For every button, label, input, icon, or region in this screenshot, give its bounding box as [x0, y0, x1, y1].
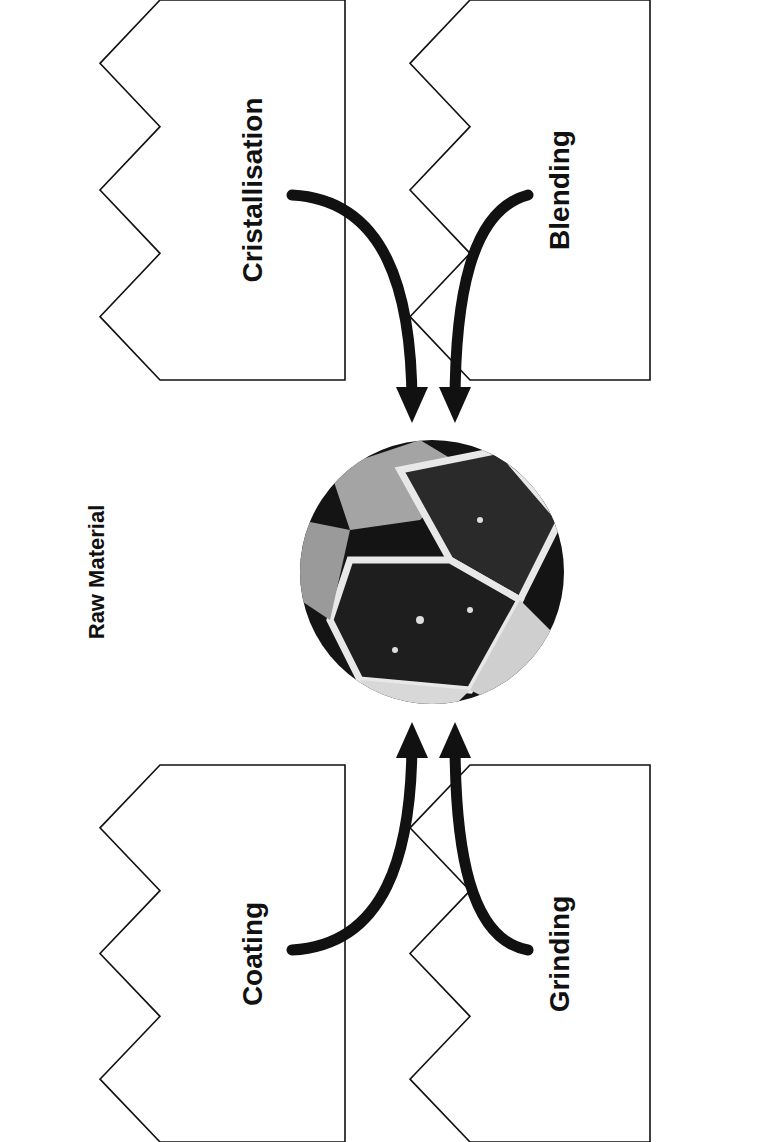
zigzag-outline [410, 765, 650, 1142]
arrow [292, 740, 412, 950]
box-label: Cristallisation [237, 97, 269, 282]
arrow [455, 740, 528, 950]
crystal-photo [300, 440, 564, 720]
process-box: Coating [100, 765, 345, 1142]
zigzag-outline [100, 765, 345, 1142]
box-outline [100, 765, 345, 1142]
box-label: Blending [544, 130, 576, 250]
box-outline [410, 0, 650, 380]
arrow [292, 195, 412, 405]
box-label: Grinding [544, 895, 576, 1012]
zigzag-outline [100, 0, 345, 380]
arrow [455, 195, 528, 405]
zigzag-outline [410, 0, 650, 380]
process-box: Grinding [410, 765, 650, 1142]
box-outline [410, 765, 650, 1142]
box-label: Coating [237, 901, 269, 1005]
process-box: Cristallisation [100, 0, 345, 380]
process-box: Blending [410, 0, 650, 380]
box-outline [100, 0, 345, 380]
heading-label: Raw Material [84, 505, 110, 640]
